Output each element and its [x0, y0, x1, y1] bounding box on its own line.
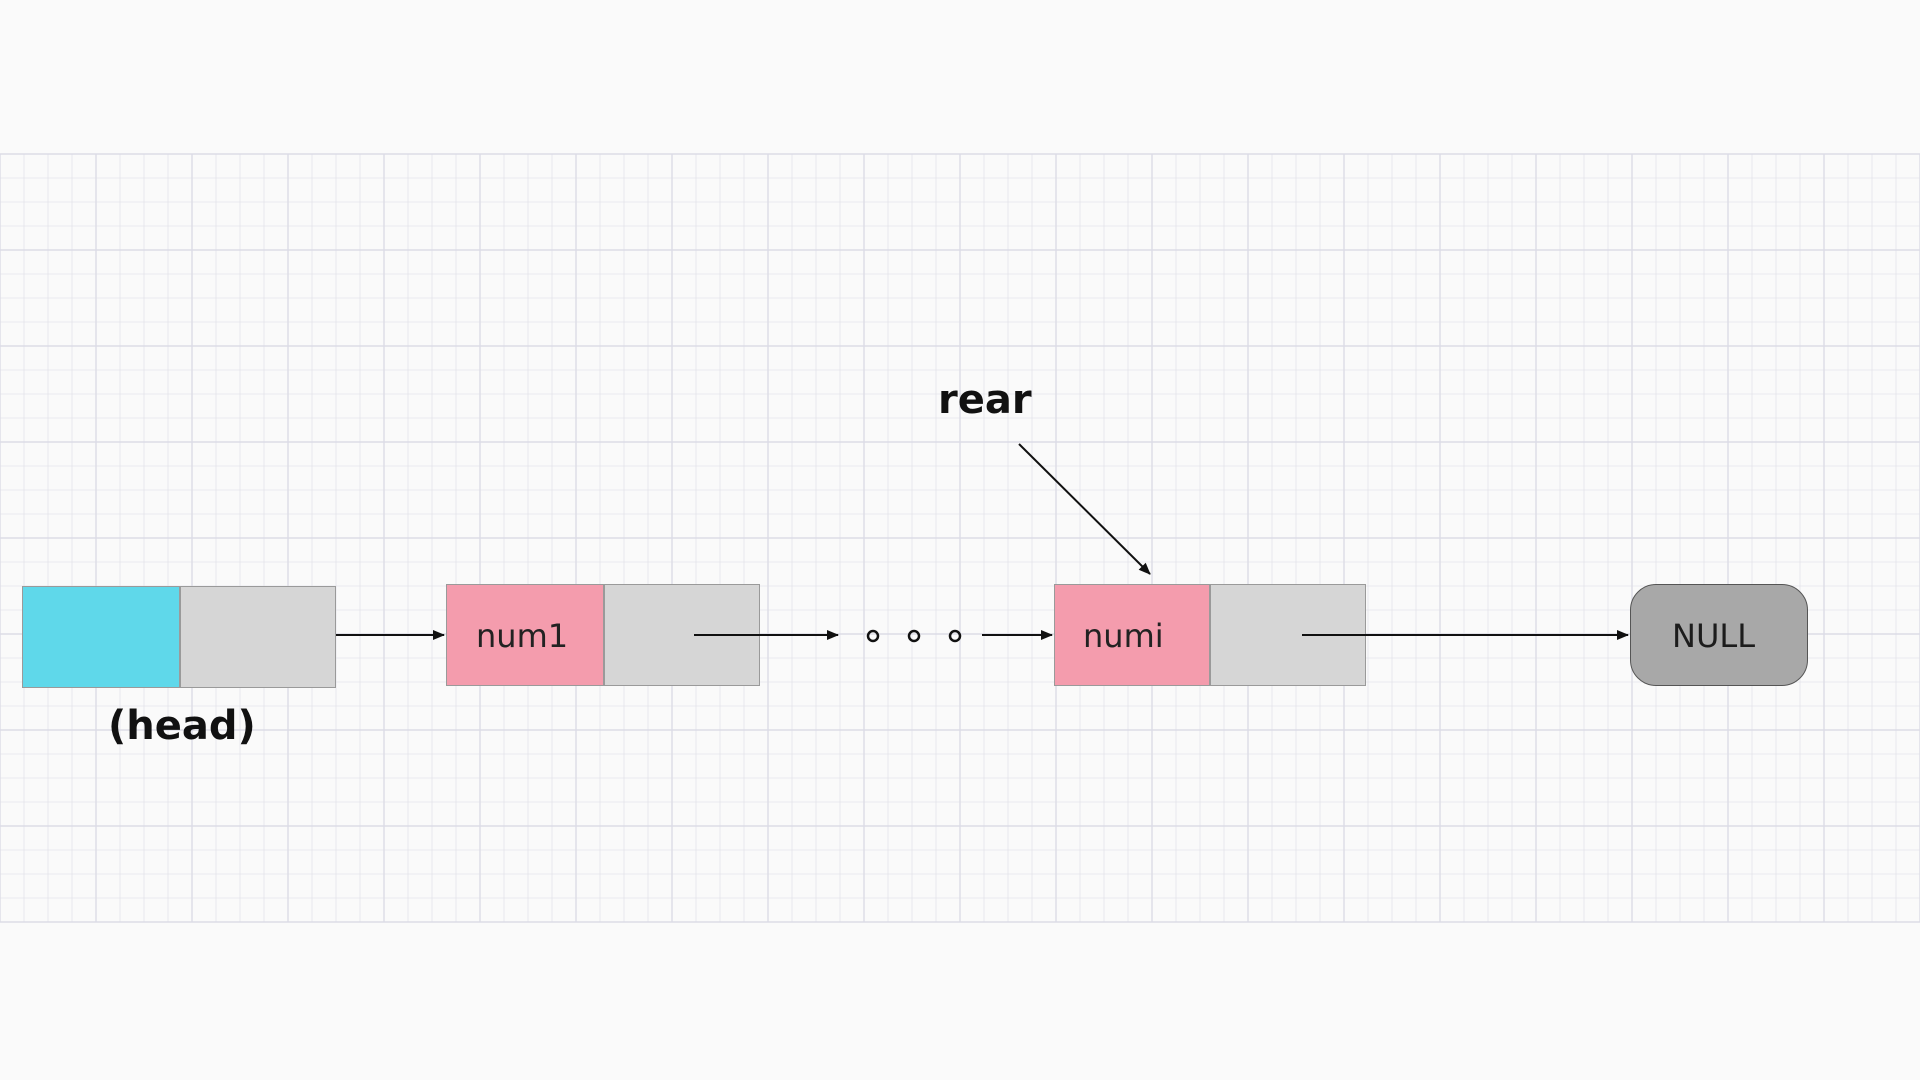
arrow-rear-to-nodei: [1018, 443, 1151, 575]
head-node-next-cell: [180, 586, 336, 688]
head-node-data-cell: [22, 586, 180, 688]
rear-pointer-label: rear: [938, 377, 1032, 423]
node-i-data-label: numi: [1083, 617, 1164, 655]
node-1-data-label: num1: [476, 617, 569, 655]
null-box: [1630, 584, 1808, 686]
node-1-data-cell: [446, 584, 604, 686]
head-caption: (head): [108, 703, 256, 749]
ellipsis-dot-1: [866, 629, 880, 643]
ellipsis-dot-3: [948, 629, 962, 643]
node-i-data-cell: [1054, 584, 1210, 686]
null-label: NULL: [1672, 617, 1756, 655]
ellipsis-dot-2: [907, 629, 921, 643]
